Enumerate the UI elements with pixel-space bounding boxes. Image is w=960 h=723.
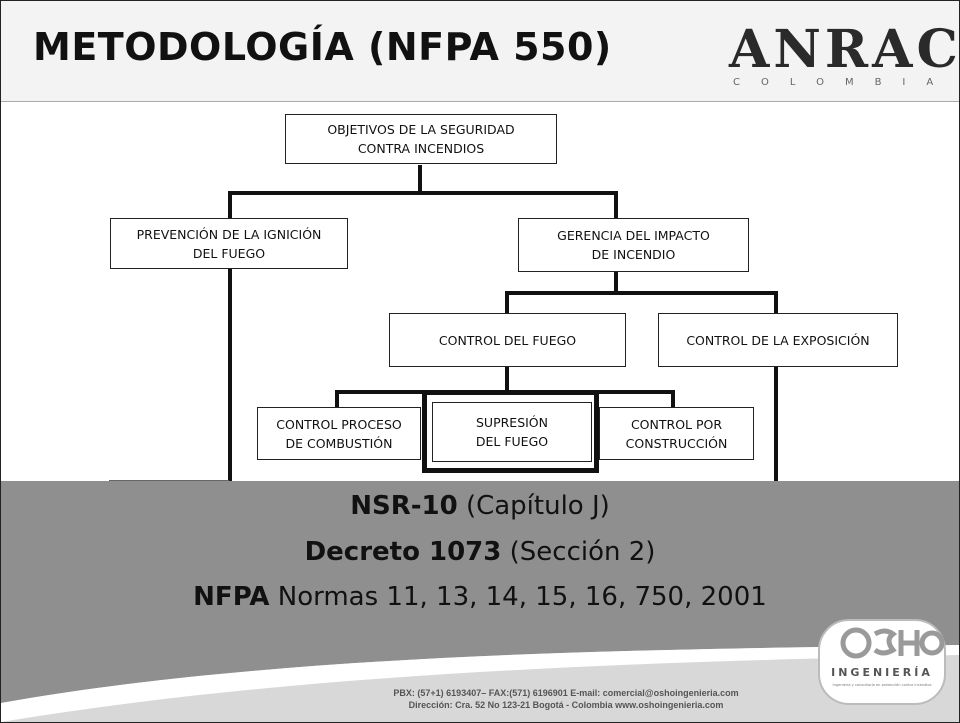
standard-nsr10-rest: (Capítulo J) <box>457 491 610 521</box>
standard-line-decreto: Decreto 1073 (Sección 2) <box>1 537 959 567</box>
standard-line-nfpa: NFPA Normas 11, 13, 14, 15, 16, 750, 200… <box>1 582 959 612</box>
anraci-logo-subtitle: COLOMBIA <box>733 77 955 88</box>
osho-ingenieria-logo: INGENIERÍA Ingeniería y consultoría en p… <box>818 619 946 705</box>
standards-band: NSR-10 (Capítulo J) Decreto 1073 (Secció… <box>1 481 959 641</box>
methodology-diagram: OBJETIVOS DE LA SEGURIDAD CONTRA INCENDI… <box>1 102 959 482</box>
connector-prevencion-down <box>228 268 232 482</box>
connector-gerencia-down <box>614 271 618 293</box>
connector-to-control-fuego <box>505 291 509 313</box>
box-supresion-fuego-label: SUPRESIÓN DEL FUEGO <box>475 415 549 449</box>
connector-control-fuego-down <box>505 367 509 393</box>
slide-header: METODOLOGÍA (NFPA 550) ANRACI COLOMBIA <box>1 1 959 102</box>
box-objetivos-seguridad: OBJETIVOS DE LA SEGURIDAD CONTRA INCENDI… <box>285 114 557 164</box>
box-control-exposicion: CONTROL DE LA EXPOSICIÓN <box>658 313 898 367</box>
connector-exposicion-down <box>774 367 778 482</box>
standard-nsr10-bold: NSR-10 <box>350 491 458 521</box>
box-prevencion-ignicion: PREVENCIÓN DE LA IGNICIÓN DEL FUEGO <box>110 218 348 269</box>
connector-level1-horizontal <box>228 191 618 195</box>
box-control-proceso-combustion-label: CONTROL PROCESO DE COMBUSTIÓN <box>276 416 402 451</box>
box-control-construccion: CONTROL POR CONSTRUCCIÓN <box>599 407 754 460</box>
box-gerencia-impacto: GERENCIA DEL IMPACTO DE INCENDIO <box>518 218 749 272</box>
connector-level2-horizontal <box>505 291 778 295</box>
highlight-frame-supresion <box>422 390 599 473</box>
osho-logo-tagline: Ingeniería y consultoría en protección c… <box>833 683 932 687</box>
slide-footer: PBX: (57+1) 6193407– FAX:(571) 6196901 E… <box>1 641 959 722</box>
standard-line-nsr10: NSR-10 (Capítulo J) <box>1 491 959 521</box>
standard-decreto-rest: (Sección 2) <box>501 537 656 567</box>
footer-contact-address: Dirección: Cra. 52 No 123-21 Bogotá - Co… <box>408 700 724 710</box>
connector-to-control-construccion <box>671 390 675 407</box>
box-prevencion-ignicion-label: PREVENCIÓN DE LA IGNICIÓN DEL FUEGO <box>136 226 322 261</box>
osho-logo-wordmark: INGENIERÍA <box>831 666 933 679</box>
box-supresion-fuego: SUPRESIÓN DEL FUEGO <box>432 402 592 462</box>
anraci-logo-word: ANRACI <box>729 19 960 80</box>
connector-to-control-proceso <box>335 390 339 407</box>
box-control-proceso-combustion: CONTROL PROCESO DE COMBUSTIÓN <box>257 407 421 460</box>
slide-title: METODOLOGÍA (NFPA 550) <box>33 25 612 69</box>
box-objetivos-seguridad-label: OBJETIVOS DE LA SEGURIDAD CONTRA INCENDI… <box>327 122 515 156</box>
anraci-logo: ANRACI COLOMBIA <box>729 19 959 89</box>
connector-to-prevencion <box>228 191 232 218</box>
standard-decreto-bold: Decreto 1073 <box>304 537 502 567</box>
footer-contact-phone-email: PBX: (57+1) 6193407– FAX:(571) 6196901 E… <box>393 688 739 698</box>
connector-to-gerencia <box>614 191 618 218</box>
standard-nfpa-bold: NFPA <box>193 582 270 612</box>
connector-to-control-exposicion <box>774 291 778 313</box>
standard-nfpa-rest: Normas 11, 13, 14, 15, 16, 750, 2001 <box>269 582 767 612</box>
box-gerencia-impacto-label: GERENCIA DEL IMPACTO DE INCENDIO <box>557 228 710 262</box>
box-control-fuego-label: CONTROL DEL FUEGO <box>438 332 577 348</box>
connector-root-down <box>418 165 422 193</box>
box-control-exposicion-label: CONTROL DE LA EXPOSICIÓN <box>686 332 870 348</box>
box-control-fuego: CONTROL DEL FUEGO <box>389 313 626 367</box>
box-control-construccion-label: CONTROL POR CONSTRUCCIÓN <box>625 416 728 451</box>
